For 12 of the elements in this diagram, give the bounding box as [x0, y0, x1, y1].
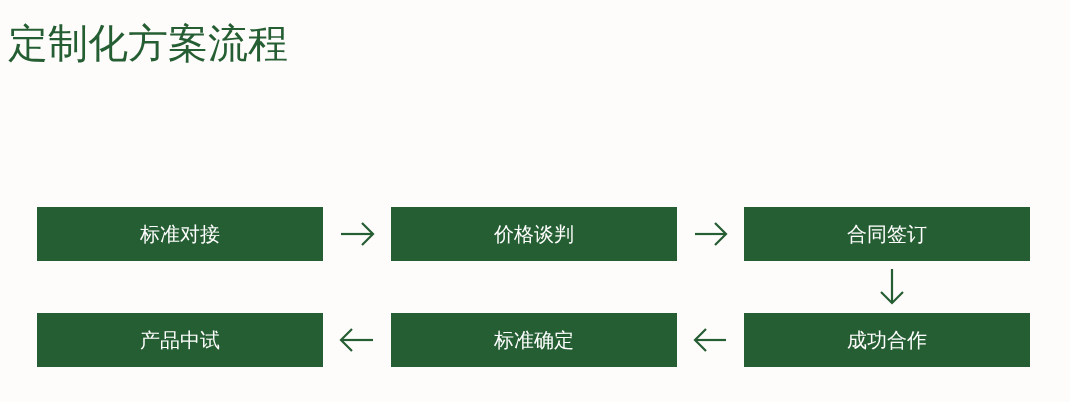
arrow	[339, 327, 373, 353]
process-box: 产品中试	[37, 313, 323, 367]
process-box: 合同签订	[744, 207, 1030, 261]
arrow	[879, 269, 905, 305]
process-box: 标准确定	[391, 313, 677, 367]
arrow	[341, 221, 375, 247]
title: 定制化方案流程	[8, 19, 288, 68]
process-box: 价格谈判	[391, 207, 677, 261]
arrow	[695, 221, 728, 247]
process-box: 成功合作	[744, 313, 1030, 367]
arrow	[693, 327, 726, 353]
process-box: 标准对接	[37, 207, 323, 261]
